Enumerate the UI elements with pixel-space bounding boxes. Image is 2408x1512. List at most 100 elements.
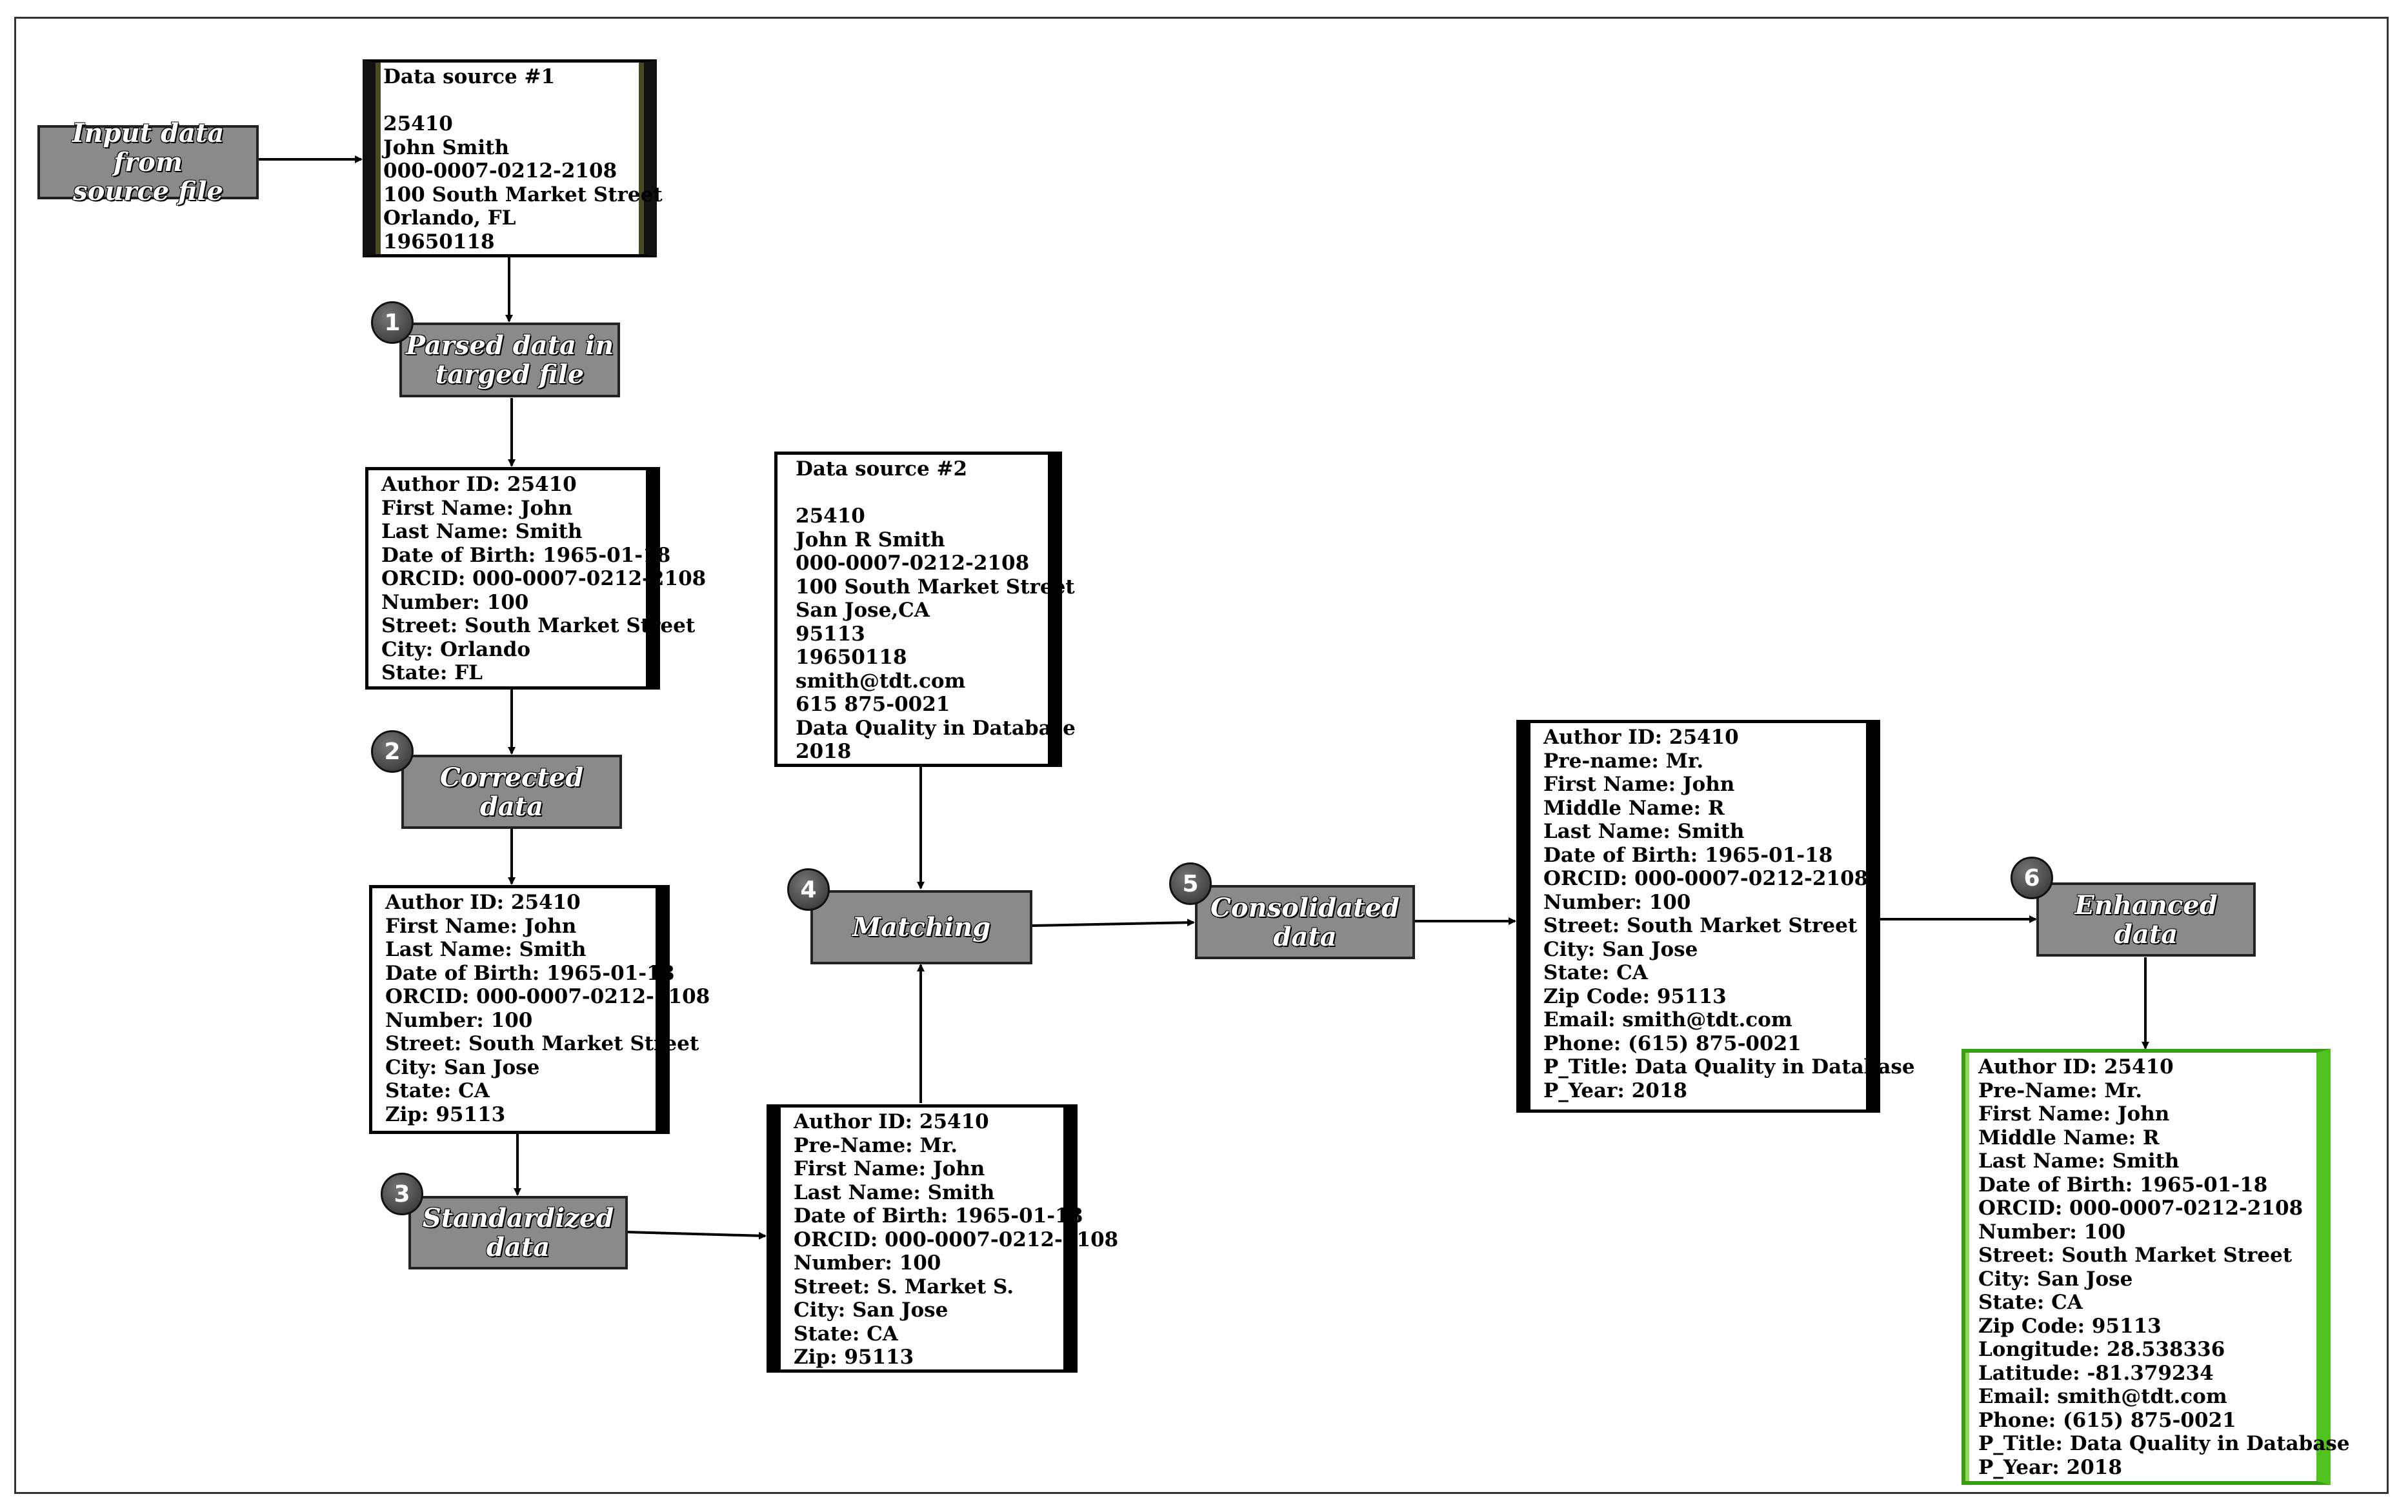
data-line: 000-0007-0212-2108	[796, 552, 1030, 575]
node-consolidated-data: Consolidated data	[1195, 885, 1415, 959]
data-line: First Name: John	[794, 1157, 985, 1180]
data-line: Number: 100	[1543, 890, 1691, 914]
data-line: 95113	[796, 622, 865, 646]
data-line: 2018	[796, 740, 852, 763]
node-matching: Matching	[810, 890, 1032, 964]
data-line: Pre-name: Mr.	[1543, 749, 1704, 773]
data-line: Zip: 95113	[794, 1346, 914, 1369]
data-line: John Smith	[383, 135, 510, 159]
data-line: Date of Birth: 1965-01-18	[381, 543, 671, 567]
step-badge-5: 5	[1169, 862, 1212, 905]
data-line: Last Name: Smith	[381, 520, 583, 543]
diagram-frame	[14, 17, 2389, 1494]
node-corrected-data: Corrected data	[401, 755, 622, 829]
data-line: Date of Birth: 1965-01-18	[385, 961, 675, 985]
node-enhanced-data: Enhanced data	[2036, 882, 2256, 957]
data-line: First Name: John	[1978, 1102, 2170, 1126]
data-line: 615 875-0021	[796, 693, 950, 716]
data-line: smith@tdt.com	[796, 669, 966, 693]
data-line: Middle Name: R	[1978, 1126, 2160, 1149]
step-badge-6: 6	[2011, 857, 2053, 899]
data-line: Email: smith@tdt.com	[1543, 1008, 1792, 1031]
data-line: Date of Birth: 1965-01-18	[1978, 1173, 2268, 1197]
data-line: Orlando, FL	[383, 206, 516, 230]
data-line: Author ID: 25410	[1543, 726, 1739, 749]
data-line: Data source #2	[796, 457, 968, 481]
data-line: Street: South Market Street	[1543, 914, 1858, 937]
data-line: P_Year: 2018	[1978, 1455, 2122, 1479]
data-line: Date of Birth: 1965-01-18	[794, 1204, 1083, 1228]
data-line: Author ID: 25410	[794, 1110, 989, 1133]
data-line: Middle Name: R	[1543, 796, 1725, 820]
data-line: City: San Jose	[1543, 937, 1698, 961]
data-line: Number: 100	[794, 1251, 941, 1275]
data-line: Street: South Market Street	[381, 614, 696, 637]
data-line: City: San Jose	[1978, 1267, 2133, 1291]
data-line: ORCID: 000-0007-0212-2108	[381, 567, 707, 590]
data-line: San Jose,CA	[796, 599, 930, 622]
data-line: First Name: John	[385, 914, 577, 938]
data-line: Last Name: Smith	[1543, 820, 1745, 843]
step-badge-1: 1	[371, 301, 414, 344]
arrow-matching-to-consolidated	[1031, 919, 1195, 927]
data-line: Last Name: Smith	[794, 1180, 995, 1204]
data-line: 19650118	[796, 646, 907, 669]
data-line: Last Name: Smith	[1978, 1149, 2180, 1173]
data-line: Street: S. Market S.	[794, 1275, 1014, 1298]
data-line: Number: 100	[381, 590, 529, 614]
data-line: Pre-Name: Mr.	[1978, 1079, 2143, 1102]
data-line: Number: 100	[1978, 1220, 2126, 1244]
data-line: City: San Jose	[794, 1298, 948, 1322]
data-line: Last Name: Smith	[385, 938, 587, 961]
data-line: State: CA	[385, 1079, 490, 1102]
data-line: 100 South Market Street	[383, 183, 663, 206]
step-badge-4: 4	[787, 868, 830, 911]
data-line: Author ID: 25410	[385, 891, 581, 914]
data-line: Email: smith@tdt.com	[1978, 1385, 2227, 1408]
data-line: Phone: (615) 875-0021	[1978, 1408, 2236, 1432]
data-line: John R Smith	[796, 528, 945, 552]
data-line: Pre-Name: Mr.	[794, 1133, 958, 1157]
data-line: State: FL	[381, 661, 483, 684]
data-line: P_Title: Data Quality in Database	[1978, 1432, 2350, 1455]
data-line: State: CA	[1543, 961, 1648, 984]
data-line: P_Title: Data Quality in Database	[1543, 1055, 1915, 1079]
data-line: ORCID: 000-0007-0212-2108	[1543, 867, 1869, 890]
data-line: 19650118	[383, 230, 495, 254]
data-line: ORCID: 000-0007-0212-2108	[385, 985, 710, 1008]
step-badge-3: 3	[381, 1173, 423, 1215]
data-line: Zip Code: 95113	[1543, 984, 1727, 1008]
data-line: State: CA	[1978, 1291, 2083, 1314]
data-line: City: Orlando	[381, 637, 531, 661]
step-badge-2: 2	[371, 730, 414, 773]
data-line: Longitude: 28.538336	[1978, 1338, 2225, 1361]
data-line: 25410	[383, 112, 453, 135]
data-line: Data source #1	[383, 65, 556, 88]
data-line: Zip: 95113	[385, 1102, 506, 1126]
data-line: City: San Jose	[385, 1055, 540, 1079]
data-line	[383, 89, 637, 113]
data-line	[796, 481, 1041, 505]
data-line: Date of Birth: 1965-01-18	[1543, 843, 1833, 867]
data-line: Author ID: 25410	[1978, 1055, 2174, 1079]
data-line: Phone: (615) 875-0021	[1543, 1031, 1801, 1055]
data-line: First Name: John	[1543, 773, 1735, 796]
data-line: ORCID: 000-0007-0212-2108	[794, 1228, 1119, 1251]
data-line: Zip Code: 95113	[1978, 1314, 2162, 1338]
data-line: Latitude: -81.379234	[1978, 1361, 2214, 1385]
node-parsed-data: Parsed data in targed file	[399, 323, 620, 397]
data-line: Author ID: 25410	[381, 473, 577, 496]
data-line: State: CA	[794, 1322, 898, 1346]
data-line: Street: South Market Street	[1978, 1244, 2293, 1267]
data-line: First Name: John	[381, 496, 573, 520]
data-line: Number: 100	[385, 1008, 533, 1032]
data-line: Data Quality in Database	[796, 716, 1076, 740]
